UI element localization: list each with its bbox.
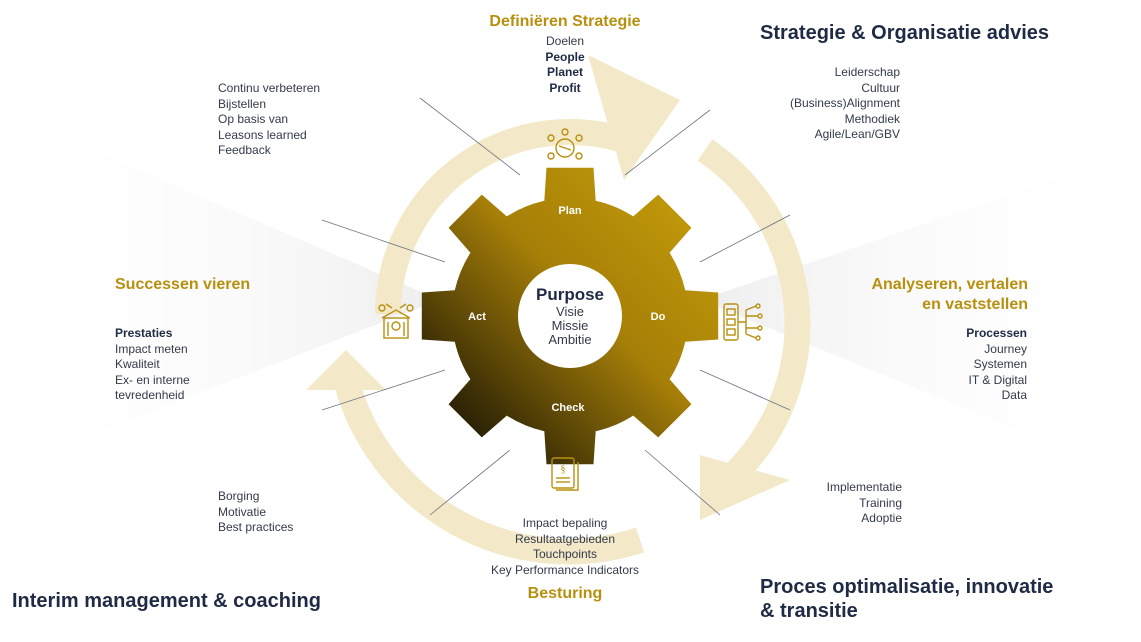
right-list: Processen Journey Systemen IT & Digital … [830,326,1027,404]
left-item: tevredenheid [115,388,185,402]
right-ray [700,150,1141,480]
purpose-missie: Missie [551,318,589,333]
bottom-right-item: Implementatie [826,480,902,494]
top-right-list: Leiderschap Cultuur (Business)Alignment … [700,65,900,143]
bottom-list: Impact bepaling Resultaatgebieden Touchp… [470,516,660,578]
right-heading-line2: en vaststellen [922,296,1028,313]
left-item: Impact meten [115,341,188,356]
top-item: Doelen [545,34,585,48]
bottom-heading: Besturing [527,585,603,602]
bottom-right-heading-line1: Proces optimalisatie, innovatie [760,576,1054,598]
connector-lines [321,97,791,516]
bottom-left-item: Borging [218,489,260,503]
bottom-left-item: Motivatie [218,504,267,519]
people-planet-icon [547,128,583,160]
purpose-ambitie: Ambitie [548,332,592,347]
purpose-block: Purpose Visie Missie Ambitie [536,285,604,347]
top-right-item: (Business)Alignment [789,96,900,110]
left-heading: Successen vieren [115,276,251,293]
top-left-item: Leasons learned [218,127,307,142]
bottom-left-heading: Interim management & coaching [12,590,321,612]
top-item: People [545,49,585,64]
top-right-item: Cultuur [861,80,900,95]
top-right-item: Methodiek [844,111,900,126]
svg-text:§: § [561,464,566,475]
bottom-right-heading-line2: & transitie [760,600,858,622]
left-bold-item: Prestaties [115,326,173,340]
bottom-right-item: Adoptie [861,511,902,525]
top-left-item: Bijstellen [218,96,267,111]
document-icon: § [551,457,579,491]
top-left-item: Op basis van [218,112,289,126]
right-item: Journey [984,341,1027,356]
top-left-item: Continu verbeteren [218,81,321,95]
right-heading-line1: Analyseren, vertalen [871,276,1028,293]
left-list: Prestaties Impact meten Kwaliteit Ex- en… [115,326,190,404]
purpose-visie: Visie [556,304,584,319]
top-right-heading: Strategie & Organisatie advies [760,22,1050,44]
right-item: Data [1001,388,1027,402]
bottom-item: Impact bepaling [522,516,608,530]
building-icon [378,303,414,339]
right-item: Systemen [973,357,1027,371]
left-item: Kwaliteit [115,357,160,371]
top-list: Doelen People Planet Profit [470,34,660,96]
bottom-item: Resultaatgebieden [514,531,616,546]
top-heading: Definiëren Strategie [489,13,641,30]
purpose-circle [518,264,622,368]
processes-icon [723,303,763,341]
top-right-item: Leiderschap [834,65,900,79]
left-item: Ex- en interne [115,372,190,387]
top-left-item: Feedback [218,143,271,157]
top-left-list: Continu verbeteren Bijstellen Op basis v… [218,81,320,159]
gear-label-do: Do [650,311,666,323]
gear-label-check: Check [551,402,585,414]
top-item: Planet [546,65,583,79]
cycle-arrows [333,119,811,565]
purpose-title: Purpose [535,285,605,304]
bottom-item: Key Performance Indicators [490,562,640,577]
right-bold-item: Processen [966,326,1027,340]
right-heading: Analyseren, vertalen en vaststellen [780,275,1028,315]
bottom-item: Touchpoints [532,547,598,561]
left-ray [0,110,440,470]
arrow-head-left [306,350,386,390]
bottom-right-heading: Proces optimalisatie, innovatie & transi… [760,575,1053,623]
gear-label-act: Act [468,311,486,323]
bottom-left-item: Best practices [218,520,294,534]
bottom-right-list: Implementatie Training Adoptie [760,480,902,527]
bottom-left-list: Borging Motivatie Best practices [218,489,293,536]
right-item: IT & Digital [968,372,1027,387]
bottom-right-item: Training [859,495,902,510]
top-right-item: Agile/Lean/GBV [814,127,900,141]
gear-label-plan: Plan [558,205,582,217]
arrow-head-right [700,455,790,520]
top-item: Profit [549,80,581,95]
arrow-head-top [588,55,680,180]
